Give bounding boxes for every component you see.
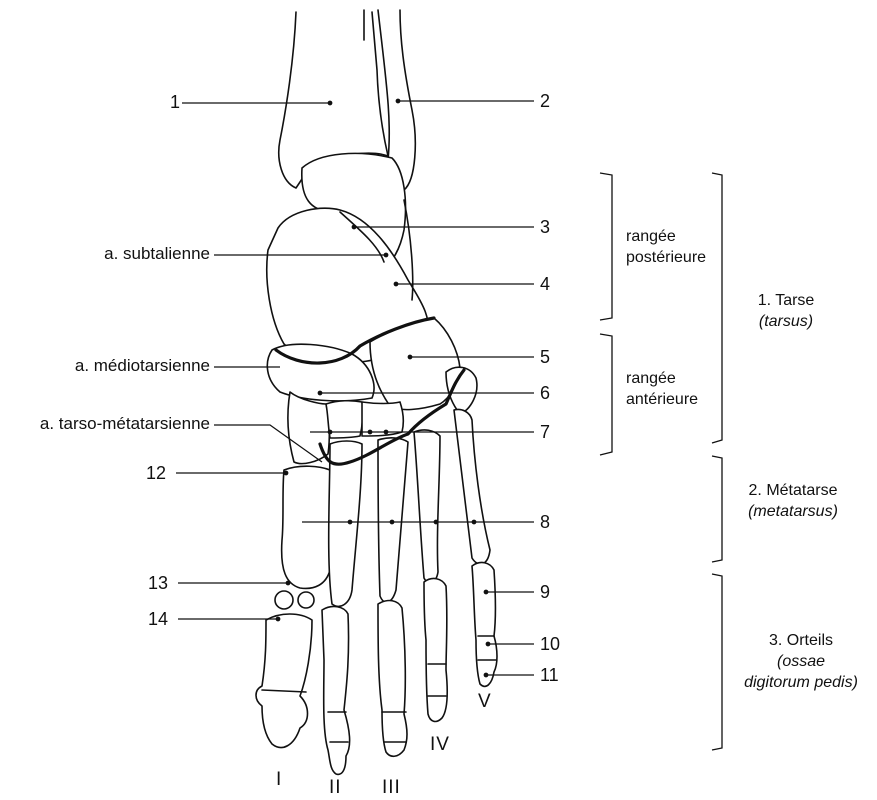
bracket-metatarsus [712, 456, 722, 562]
toe-numeral-IV: IV [430, 735, 450, 755]
label-4: 4 [540, 274, 550, 294]
label-1: 1 [170, 92, 180, 112]
label-5: 5 [540, 347, 550, 367]
metatarsus-name: 2. Métatarse [728, 480, 858, 501]
toes-name: 3. Orteils [728, 630, 874, 651]
toe-numeral-II: II [329, 778, 342, 798]
posterior-row-word: rangée [626, 226, 706, 247]
metatarsal-I [282, 466, 333, 588]
anterior-row-word: rangée [626, 368, 698, 389]
label-9: 9 [540, 582, 550, 602]
label-14: 14 [148, 609, 168, 629]
toe-III-phalanges [378, 601, 407, 757]
posterior-row-label: rangée postérieure [626, 226, 706, 268]
label-13: 13 [148, 573, 168, 593]
toe-V-phalanges [472, 563, 497, 687]
anterior-row-qualifier: antérieure [626, 389, 698, 410]
toes-latin-line-1: (ossae [728, 651, 874, 672]
bracket-posterior-row [600, 173, 612, 320]
toes-group-label: 3. Orteils (ossae digitorum pedis) [728, 630, 874, 693]
toe-IV-phalanges [424, 579, 447, 722]
sesamoid-lateral [298, 592, 314, 608]
metatarsal-V [454, 409, 490, 564]
label-6: 6 [540, 383, 550, 403]
tarsus-group-label: 1. Tarse (tarsus) [736, 290, 836, 332]
sesamoid-medial [275, 591, 293, 609]
bracket-tarsus [712, 173, 722, 443]
bracket-anterior-row [600, 334, 612, 455]
label-8: 8 [540, 512, 550, 532]
toe-numeral-V: V [478, 692, 492, 712]
label-7: 7 [540, 422, 550, 442]
label-11: 11 [540, 665, 559, 685]
toe-II-phalanges [322, 607, 350, 775]
label-tarsometatarsal-joint: a. tarso-métatarsienne [40, 414, 210, 434]
label-10: 10 [540, 634, 560, 654]
label-12: 12 [146, 463, 166, 483]
toes-latin-line-2: digitorum pedis) [728, 672, 874, 693]
metatarsal-II [329, 441, 362, 606]
metatarsal-IV [414, 430, 440, 583]
toe-numeral-I: I [276, 770, 282, 790]
label-3: 3 [540, 217, 550, 237]
label-midtarsal-joint: a. médiotarsienne [75, 356, 210, 376]
tarsus-name: 1. Tarse [736, 290, 836, 311]
toe-I-phalanges [256, 614, 312, 747]
metatarsus-group-label: 2. Métatarse (metatarsus) [728, 480, 858, 522]
toe-numeral-III: III [382, 778, 401, 798]
posterior-row-qualifier: postérieure [626, 247, 706, 268]
tarsus-latin: (tarsus) [736, 311, 836, 332]
label-2: 2 [540, 91, 550, 111]
metatarsus-latin: (metatarsus) [728, 501, 858, 522]
label-subtalar-joint: a. subtalienne [104, 244, 210, 264]
bracket-toes [712, 574, 722, 750]
anterior-row-label: rangée antérieure [626, 368, 698, 410]
